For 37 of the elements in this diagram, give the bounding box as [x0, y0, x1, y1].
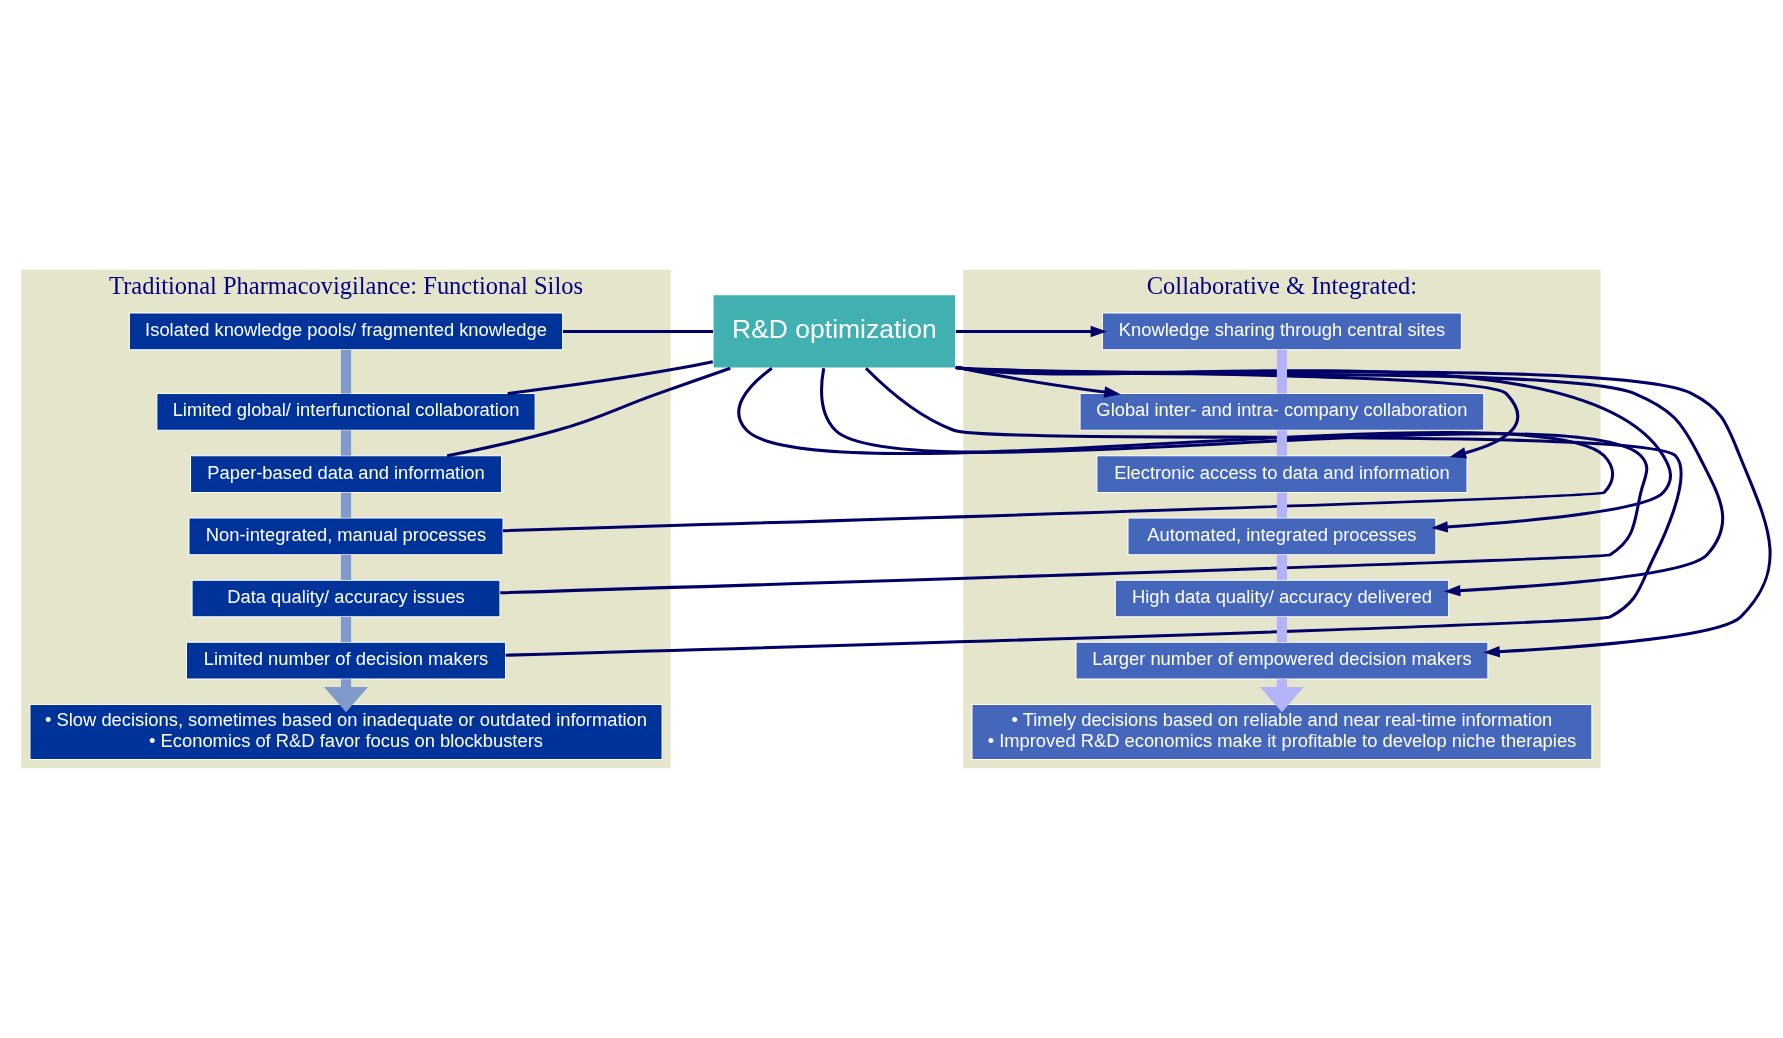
connector — [1276, 430, 1287, 456]
connector — [340, 430, 351, 456]
connector — [499, 368, 1646, 595]
connector — [562, 329, 713, 333]
connector — [507, 360, 713, 396]
node-box: Knowledge sharing through central sites — [1101, 312, 1462, 351]
node-box: Global inter- and intra- company collaboration — [1079, 393, 1484, 431]
node-box: High data quality/ accuracy delivered — [1114, 579, 1449, 618]
arrow — [955, 365, 1724, 597]
node-box: R&D optimization — [712, 294, 956, 369]
arrow — [955, 325, 1107, 338]
arrow — [955, 365, 1519, 459]
node-box: Isolated knowledge pools/ fragmented knowledge — [128, 312, 563, 351]
node-box: • Timely decisions based on reliable and near real-time information • Improved R&D economics make it profitable to develop niche therapies — [971, 704, 1592, 761]
connector — [1276, 554, 1287, 580]
arrow — [955, 365, 1672, 533]
connector — [446, 366, 731, 458]
arrow — [955, 365, 1771, 658]
node-box: Non-integrated, manual processes — [188, 517, 504, 556]
connector — [1276, 492, 1287, 518]
connector — [340, 492, 351, 518]
connector — [502, 367, 1614, 533]
connector — [340, 554, 351, 580]
connector — [340, 616, 351, 643]
connector — [340, 349, 351, 394]
node-box: Limited number of decision makers — [185, 641, 506, 680]
node-box: Electronic access to data and information — [1095, 455, 1467, 493]
connector — [1276, 349, 1287, 394]
node-box: Paper-based data and information — [189, 455, 502, 493]
connector — [505, 367, 1682, 657]
node-box: Larger number of empowered decision makers — [1075, 641, 1488, 680]
node-box: • Slow decisions, sometimes based on inadequate or outdated information • Economics of R&D favor focus on blockbusters — [28, 704, 663, 761]
arrow — [954, 365, 1121, 398]
node-box: Data quality/ accuracy issues — [191, 579, 500, 618]
connector — [1276, 616, 1287, 643]
node-box: Automated, integrated processes — [1127, 517, 1436, 556]
node-box: Limited global/ interfunctional collaboration — [155, 393, 536, 431]
